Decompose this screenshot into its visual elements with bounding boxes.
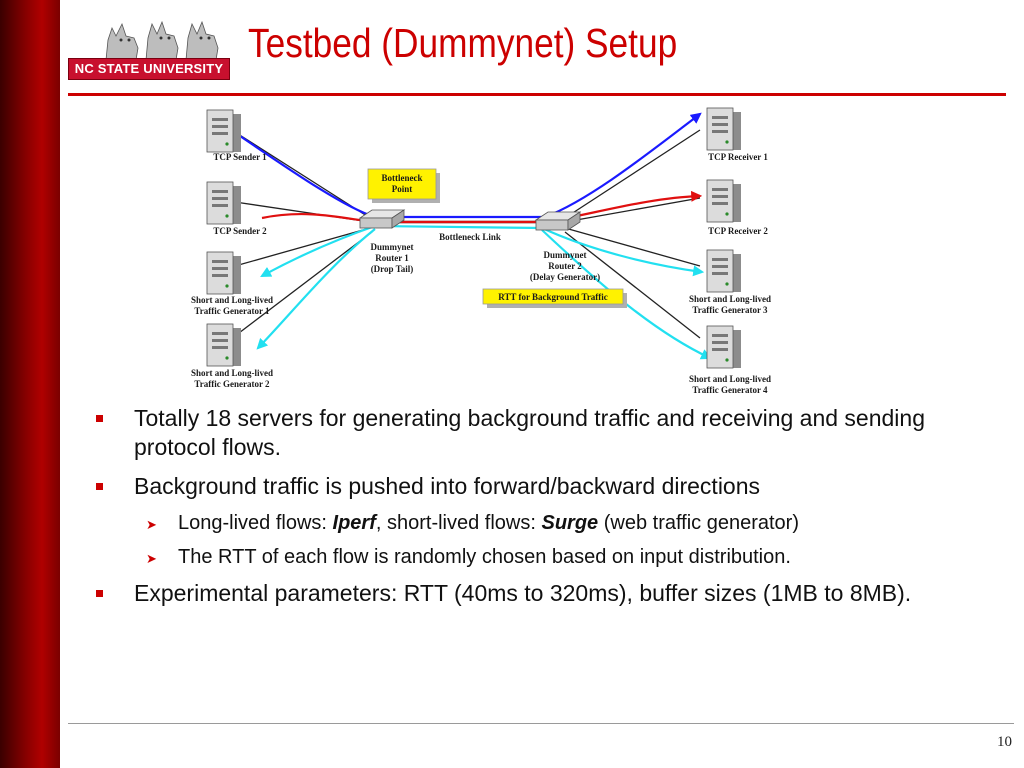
- sub-bullet-flows-suffix: (web traffic generator): [598, 512, 800, 534]
- traffic-generator-4-icon: [706, 325, 742, 369]
- router-2-label-1: Dummynet: [544, 250, 587, 260]
- router-2-icon: [535, 211, 581, 231]
- square-bullet-icon: [96, 483, 103, 490]
- link-router2-gen3: [564, 227, 701, 267]
- tcp-receiver-1-icon: [706, 107, 742, 151]
- sub-bullet-rtt-text: The RTT of each flow is randomly chosen …: [178, 546, 791, 568]
- tcp-sender-2-icon: [206, 181, 242, 225]
- tcp-receiver-2-icon: [706, 179, 742, 223]
- tcp-receiver-2-label: TCP Receiver 2: [708, 226, 768, 236]
- link-gen2-router1: [234, 231, 373, 337]
- tcp-sender-1-label: TCP Sender 1: [213, 152, 267, 162]
- traffic-generator-1-label-2: Traffic Generator 1: [194, 306, 270, 316]
- flow-cyan-to-gen1: [260, 224, 376, 278]
- bottleneck-point-label-1: Bottleneck: [382, 173, 423, 183]
- router-2-label-3: (Delay Generator): [530, 272, 600, 282]
- bullet-list: Totally 18 servers for generating backgr…: [96, 404, 996, 618]
- traffic-generator-2-icon: [206, 323, 242, 367]
- bottleneck-link-label: Bottleneck Link: [439, 232, 501, 242]
- tcp-sender-2-label: TCP Sender 2: [213, 226, 267, 236]
- sub-bullet-flows: ➤ Long-lived flows: Iperf, short-lived f…: [96, 511, 996, 536]
- square-bullet-icon: [96, 590, 103, 597]
- title-divider: [68, 93, 1006, 96]
- square-bullet-icon: [96, 415, 103, 422]
- flow-cyan-trunk: [374, 224, 543, 230]
- traffic-generator-2-label-2: Traffic Generator 2: [194, 379, 270, 389]
- sub-bullet-flows-prefix: Long-lived flows:: [178, 512, 333, 534]
- router-1-label-1: Dummynet: [371, 242, 414, 252]
- traffic-generator-2-label-1: Short and Long-lived: [191, 368, 273, 378]
- traffic-generator-4-label-2: Traffic Generator 4: [692, 385, 768, 395]
- slide-title: Testbed (Dummynet) Setup: [248, 20, 678, 66]
- bullet-background-traffic: Background traffic is pushed into forwar…: [96, 472, 996, 501]
- link-router2-receiver2: [564, 197, 701, 223]
- bullet-servers: Totally 18 servers for generating backgr…: [96, 404, 996, 462]
- rtt-background-label: RTT for Background Traffic: [498, 292, 608, 302]
- router-2-label-2: Router 2: [548, 261, 582, 271]
- sub-bullet-flows-mid: , short-lived flows:: [375, 512, 542, 534]
- university-logo: NC STATE UNIVERSITY: [68, 14, 232, 80]
- traffic-generator-3-label-1: Short and Long-lived: [689, 294, 771, 304]
- link-router2-receiver1: [564, 129, 701, 219]
- traffic-generator-3-icon: [706, 249, 742, 293]
- arrow-bullet-icon: ➤: [146, 517, 157, 532]
- surge-term: Surge: [541, 512, 599, 534]
- wolf-mascot-icon: [105, 20, 219, 61]
- bottleneck-point-callout: Bottleneck Point: [367, 168, 440, 203]
- flow-blue-path: [239, 112, 702, 219]
- left-accent-bar: [0, 0, 60, 768]
- bottleneck-point-label-2: Point: [392, 184, 413, 194]
- bullet-servers-text: Totally 18 servers for generating backgr…: [134, 405, 925, 460]
- sub-bullet-rtt: ➤ The RTT of each flow is randomly chose…: [96, 545, 996, 570]
- flow-cyan-to-gen3: [541, 226, 705, 277]
- rtt-background-callout: RTT for Background Traffic: [482, 288, 627, 308]
- traffic-generator-1-icon: [206, 251, 242, 295]
- footer-divider: [68, 723, 1014, 724]
- bullet-background-traffic-text: Background traffic is pushed into forwar…: [134, 473, 761, 499]
- testbed-diagram: TCP Sender 1 TCP Sender 2 Short and Long…: [191, 107, 771, 395]
- bullet-parameters: Experimental parameters: RTT (40ms to 32…: [96, 579, 996, 608]
- tcp-receiver-1-label: TCP Receiver 1: [708, 152, 768, 162]
- traffic-generator-1-label-1: Short and Long-lived: [191, 295, 273, 305]
- flow-red-path: [261, 190, 703, 224]
- tcp-sender-1-icon: [206, 109, 242, 153]
- traffic-generator-3-label-2: Traffic Generator 3: [692, 305, 768, 315]
- router-1-label-3: (Drop Tail): [371, 264, 414, 274]
- arrow-bullet-icon: ➤: [146, 551, 157, 566]
- traffic-generator-4-label-1: Short and Long-lived: [689, 374, 771, 384]
- page-number: 10: [997, 734, 1012, 750]
- link-router2-gen4: [564, 231, 701, 339]
- router-1-label-2: Router 1: [375, 253, 409, 263]
- iperf-term: Iperf: [332, 512, 376, 534]
- logo-wordmark: NC STATE UNIVERSITY: [68, 58, 230, 80]
- bullet-parameters-text: Experimental parameters: RTT (40ms to 32…: [134, 580, 912, 606]
- link-gen1-router1: [234, 227, 371, 267]
- flow-cyan-to-gen2: [256, 228, 376, 350]
